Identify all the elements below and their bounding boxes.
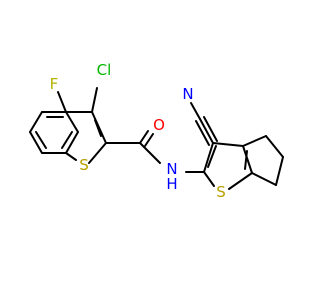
bond: [203, 116, 218, 142]
bond: [57, 91, 67, 113]
bond: [139, 130, 149, 144]
bond: [94, 119, 102, 137]
bonds: [29, 87, 284, 190]
bond: [203, 171, 215, 187]
bond: [65, 131, 79, 154]
bond: [139, 142, 161, 164]
bond: [61, 131, 73, 149]
atom-h-amide: H: [166, 175, 177, 193]
bond: [228, 172, 253, 190]
atom-s-thiophene: S: [216, 183, 226, 201]
bond: [88, 142, 107, 164]
bond: [199, 118, 214, 144]
molecule-structure: Cl F S O N H S N: [29, 61, 284, 201]
bond: [190, 102, 201, 120]
atom-s-benzothiophene: S: [79, 156, 89, 174]
atom-cl: Cl: [97, 61, 112, 79]
atom-n-nitrile: N: [182, 85, 193, 103]
bond: [91, 111, 107, 144]
atom-n-amide: N: [166, 160, 177, 178]
bond: [251, 172, 277, 186]
bond: [203, 142, 214, 173]
bond: [65, 152, 77, 161]
bond: [207, 145, 217, 168]
bond: [242, 135, 267, 147]
bond: [144, 133, 154, 147]
bond: [242, 145, 253, 174]
bond: [91, 87, 98, 113]
bond: [29, 111, 43, 133]
atom-labels: Cl F S O N H S N: [50, 61, 226, 201]
bond: [212, 142, 244, 147]
atom-o: O: [153, 116, 165, 134]
bond: [195, 120, 210, 146]
bond: [275, 156, 284, 186]
bond: [265, 135, 284, 158]
bond: [29, 131, 43, 154]
bond: [35, 131, 47, 149]
bond: [244, 150, 248, 170]
atom-f: F: [50, 75, 59, 93]
bond: [65, 111, 79, 133]
